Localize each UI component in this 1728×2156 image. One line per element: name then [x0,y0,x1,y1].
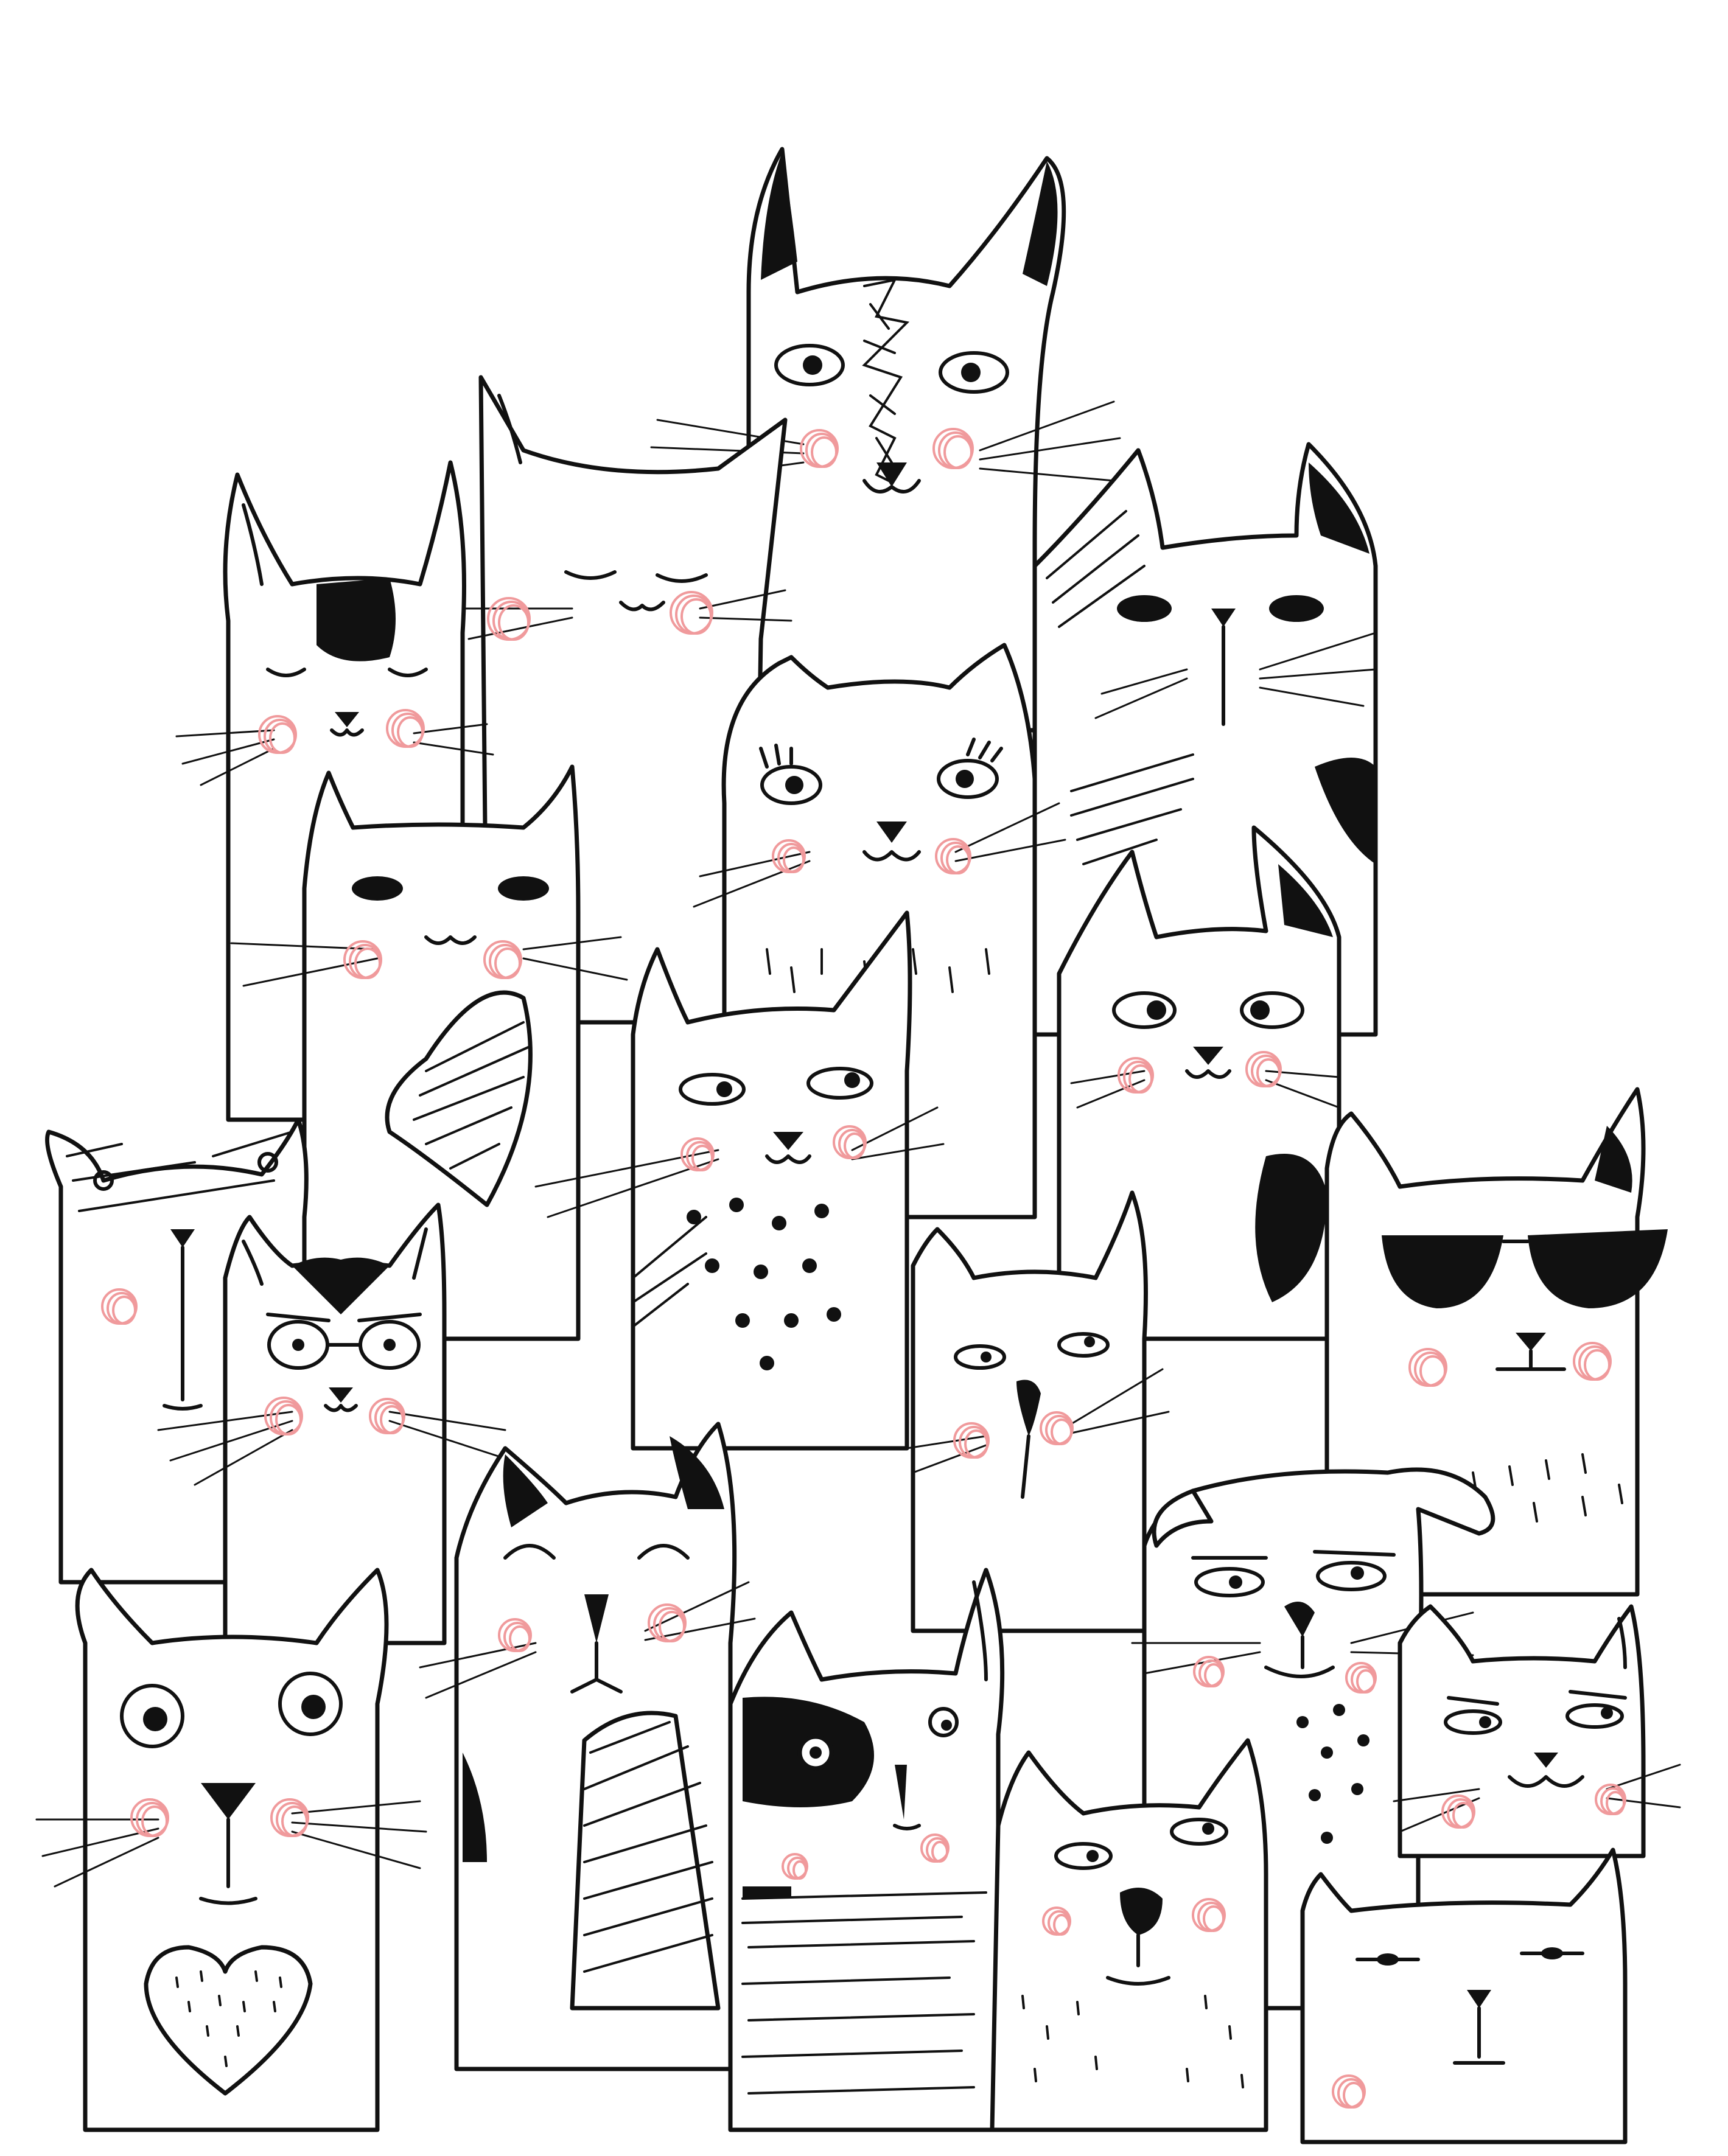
blush-cheek [1128,1064,1153,1094]
blush-cheek [680,598,712,635]
cat-small-front [990,1738,1268,2132]
cat-glasses [157,1202,512,1645]
blush-cheek [354,947,381,979]
blush-cheek [792,1860,807,1880]
blush-cheek [509,1625,531,1652]
blush-cheek [1419,1355,1446,1387]
blush-cheek [1584,1349,1611,1381]
blush-cheek [112,1296,136,1325]
cat-left-middle [230,764,628,1341]
blush-cheek [380,1405,404,1434]
cat-raccoon [728,1568,1005,2132]
blush-cheek [1053,1914,1070,1936]
blush-cheek [275,1404,302,1436]
blush-cheek [1203,1905,1225,1932]
cat-heart [35,1568,427,2132]
blush-cheek [1204,1663,1223,1687]
blush-cheek [946,845,970,874]
blush-cheek [783,846,805,873]
blush-cheek [811,436,838,468]
blush-cheek [931,1841,948,1863]
blush-marks [101,428,1626,2109]
cat-top-center [650,147,1121,733]
blush-cheek [1356,1669,1376,1694]
blush-cheek [964,1429,988,1459]
blush-cheek [1256,1058,1281,1087]
blush-cheek [1606,1791,1625,1815]
blush-cheek [397,716,424,748]
blush-cheek [494,947,521,979]
blush-cheek [943,435,973,469]
blush-cheek [141,1805,168,1837]
blush-cheek [691,1145,713,1171]
cat-sleepy-nose [419,1422,756,2071]
blush-cheek [498,604,530,641]
blush-cheek [844,1132,866,1159]
blush-cheek [1051,1418,1072,1445]
blush-cheek [1343,2082,1365,2109]
cat-sniffing [906,1190,1170,1633]
blush-cheek [281,1805,308,1837]
cat-bottom-right [1300,1847,1628,2144]
blush-cheek [1452,1802,1474,1829]
blush-cheek [659,1611,685,1642]
blush-cheek [269,722,296,754]
